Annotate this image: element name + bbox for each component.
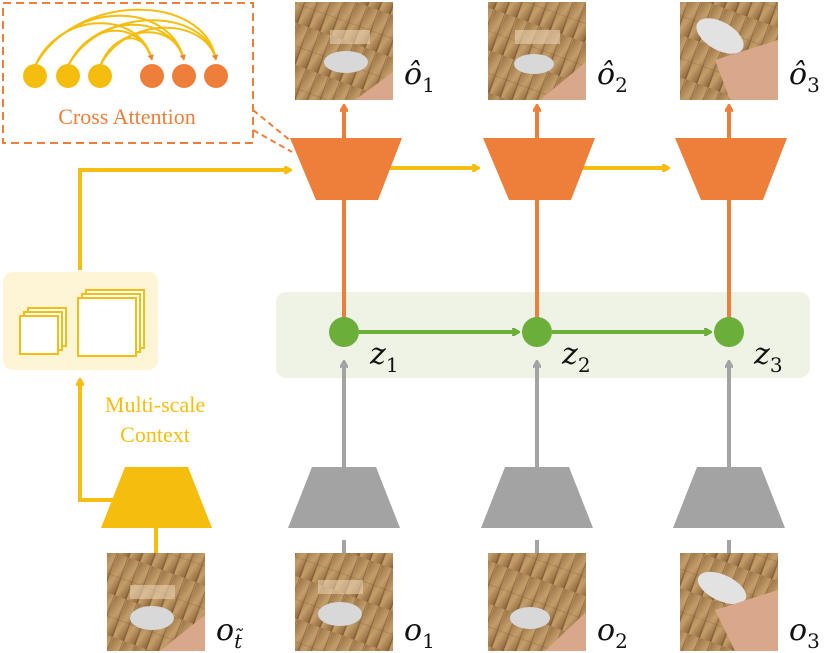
multi-scale-context-box [3, 272, 158, 370]
frame-decoder [290, 138, 402, 200]
context-path [80, 170, 290, 553]
frame-decoder [675, 138, 787, 200]
column-3 [673, 106, 787, 553]
context-token [23, 64, 47, 88]
input-frame-2 [488, 553, 586, 651]
prediction-label-1: ô1 [404, 57, 435, 97]
context-caption-line1: Multi-scale [105, 392, 205, 417]
context-frame [107, 553, 205, 651]
column-1 [288, 106, 402, 553]
zoom-line [252, 109, 293, 143]
latent-label-3: z3 [753, 337, 783, 377]
context-token [56, 64, 80, 88]
zoom-line [252, 129, 293, 153]
latent-node [522, 317, 552, 347]
context-encoder [101, 467, 212, 528]
input-frame-3 [680, 553, 778, 651]
frame-encoder [673, 467, 785, 528]
inset-caption: Cross Attention [58, 104, 196, 129]
query-token [204, 64, 228, 88]
context-caption-line2: Context [120, 422, 190, 447]
input-label-2: o2 [597, 613, 628, 653]
latent-label-1: z1 [369, 337, 399, 377]
frame-decoder [483, 138, 595, 200]
context-frame-label: ot̃ [216, 613, 244, 653]
latent-node [329, 317, 359, 347]
input-label-1: o1 [404, 613, 435, 653]
cross-attention-inset: Cross Attention [2, 2, 254, 144]
attention-arcs [34, 8, 219, 67]
predicted-frame-3 [680, 2, 778, 100]
frame-thumbnails [107, 2, 778, 651]
frame-encoder [288, 467, 400, 528]
prediction-label-2: ô2 [597, 57, 628, 97]
latent-label-2: z2 [561, 337, 591, 377]
input-label-3: o3 [789, 613, 820, 653]
context-token [88, 64, 112, 88]
query-token [172, 64, 196, 88]
latent-node [714, 317, 744, 347]
predicted-frame-2 [488, 2, 586, 100]
column-2 [481, 106, 595, 553]
predicted-frame-1 [295, 2, 393, 100]
prediction-label-3: ô3 [789, 57, 820, 97]
frame-encoder [481, 467, 593, 528]
input-frame-1 [295, 553, 393, 651]
query-token [140, 64, 164, 88]
